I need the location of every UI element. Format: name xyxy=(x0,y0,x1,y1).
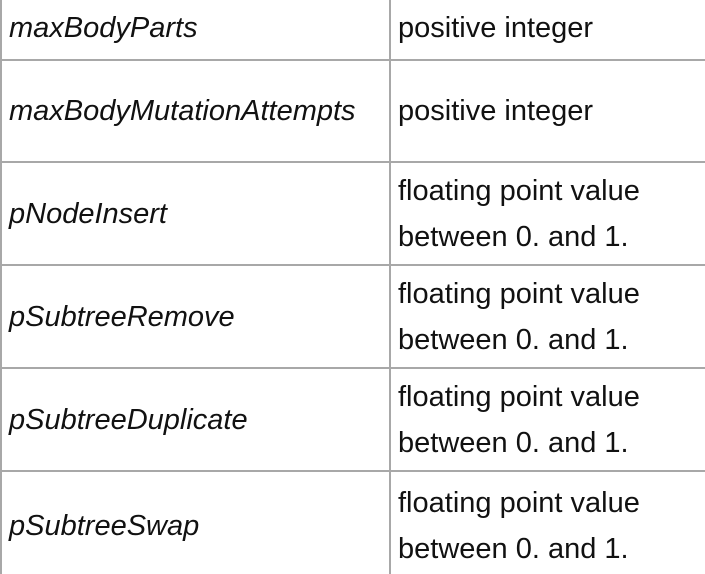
type-line: between 0. and 1. xyxy=(398,220,629,253)
type-line: floating point value xyxy=(398,380,640,413)
table-row: maxBodyParts positive integer xyxy=(0,0,705,61)
table-row: pSubtreeDuplicate floating point value b… xyxy=(0,367,705,472)
type-line: floating point value xyxy=(398,174,640,207)
table-row: pNodeInsert floating point value between… xyxy=(0,161,705,266)
parameter-name: pSubtreeRemove xyxy=(0,264,391,369)
parameter-type: floating point value between 0. and 1. xyxy=(389,470,705,574)
table-row: maxBodyMutationAttempts positive integer xyxy=(0,59,705,163)
parameter-type: floating point value between 0. and 1. xyxy=(389,161,705,266)
type-line: between 0. and 1. xyxy=(398,533,629,565)
parameter-name: pNodeInsert xyxy=(0,161,391,266)
parameter-type: floating point value between 0. and 1. xyxy=(389,367,705,472)
table-row: pSubtreeSwap floating point value betwee… xyxy=(0,470,705,574)
type-line: between 0. and 1. xyxy=(398,426,629,459)
parameter-name: maxBodyParts xyxy=(0,0,391,61)
type-line: floating point value xyxy=(398,487,640,519)
type-line: positive integer xyxy=(398,95,594,127)
table-row: pSubtreeRemove floating point value betw… xyxy=(0,264,705,369)
type-line: floating point value xyxy=(398,277,640,310)
parameter-type: floating point value between 0. and 1. xyxy=(389,264,705,369)
type-line: between 0. and 1. xyxy=(398,323,629,356)
parameter-type: positive integer xyxy=(389,59,705,163)
parameter-type: positive integer xyxy=(389,0,705,61)
parameter-name: pSubtreeDuplicate xyxy=(0,367,391,472)
parameter-name: maxBodyMutationAttempts xyxy=(0,59,391,163)
parameter-name: pSubtreeSwap xyxy=(0,470,391,574)
type-line: positive integer xyxy=(398,11,594,44)
